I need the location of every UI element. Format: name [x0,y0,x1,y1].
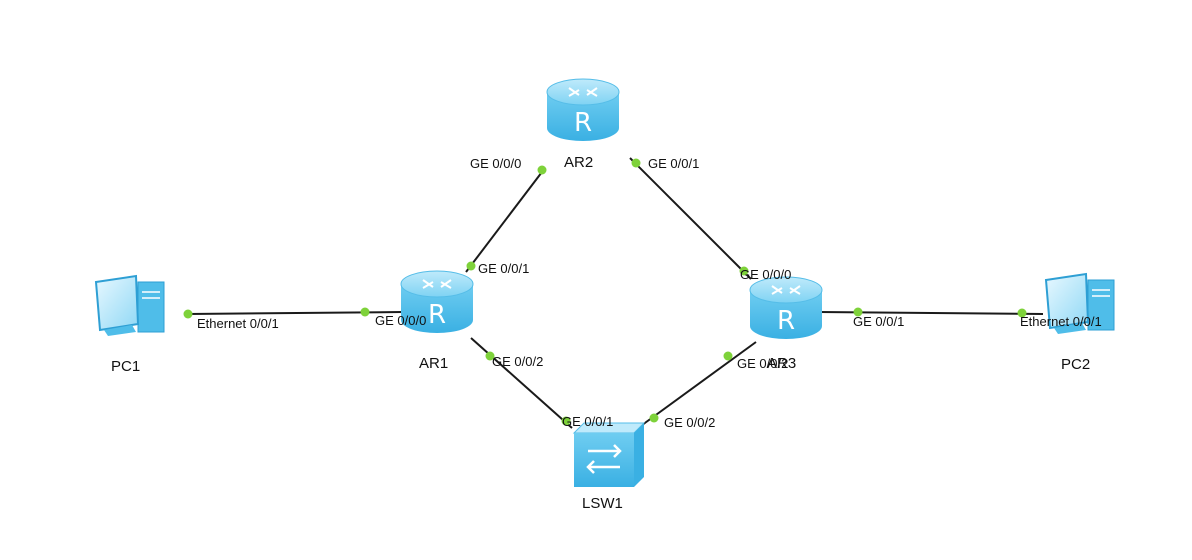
device-label-pc2: PC2 [1061,356,1090,373]
link-lsw1-ar3[interactable] [637,341,757,429]
device-pc2[interactable]: PC2 [1044,272,1115,373]
device-ar3[interactable]: R AR3 [749,276,823,372]
port-label: GE 0/0/1 [648,156,699,171]
device-label-ar2: AR2 [564,154,593,171]
router-icon: R [749,276,823,339]
switch-icon [572,422,646,487]
port-label: GE 0/0/1 [853,314,904,329]
link-ar2-ar3[interactable] [629,157,752,280]
router-icon: R [546,78,620,141]
port-label: GE 0/0/1 [478,261,529,276]
port-dot [1017,308,1027,318]
port-dot [485,351,495,361]
port-label: GE 0/0/2 [664,415,715,430]
svg-text:R: R [428,300,446,330]
port-label: GE 0/0/2 [737,356,788,371]
port-label: Ethernet 0/0/1 [197,316,279,331]
pc-icon [1044,272,1115,334]
port-dot [723,351,733,361]
svg-text:R: R [574,108,592,138]
port-dot [739,266,749,276]
link-ar1-lsw1[interactable] [470,337,573,429]
port-dot [631,158,641,168]
port-dot [649,413,659,423]
port-dot [537,165,547,175]
device-label-ar1: AR1 [419,355,448,372]
device-label-ar3: AR3 [767,355,796,372]
link-ar1-ar2[interactable] [465,167,546,273]
port-label: GE 0/0/0 [740,267,791,282]
port-dot [561,416,571,426]
port-dot [466,261,476,271]
port-dot [183,309,193,319]
device-ar1[interactable]: R AR1 [400,270,474,372]
port-label: GE 0/0/1 [562,414,613,429]
link-pc1-ar1[interactable] [187,311,404,315]
link-ar3-pc2[interactable] [817,311,1044,315]
device-lsw1[interactable]: LSW1 [572,422,646,512]
port-label: GE 0/0/0 [470,156,521,171]
device-label-lsw1: LSW1 [582,495,623,512]
router-icon: R [400,270,474,333]
port-label: Ethernet 0/0/1 [1020,314,1102,329]
device-ar2[interactable]: R AR2 [546,78,620,171]
port-dot [853,307,863,317]
port-label: GE 0/0/0 [375,313,426,328]
pc-icon [94,274,165,336]
device-label-pc1: PC1 [111,358,140,375]
port-label: GE 0/0/2 [492,354,543,369]
port-dot [360,307,370,317]
svg-text:R: R [777,306,795,336]
device-pc1[interactable]: PC1 [94,274,165,375]
